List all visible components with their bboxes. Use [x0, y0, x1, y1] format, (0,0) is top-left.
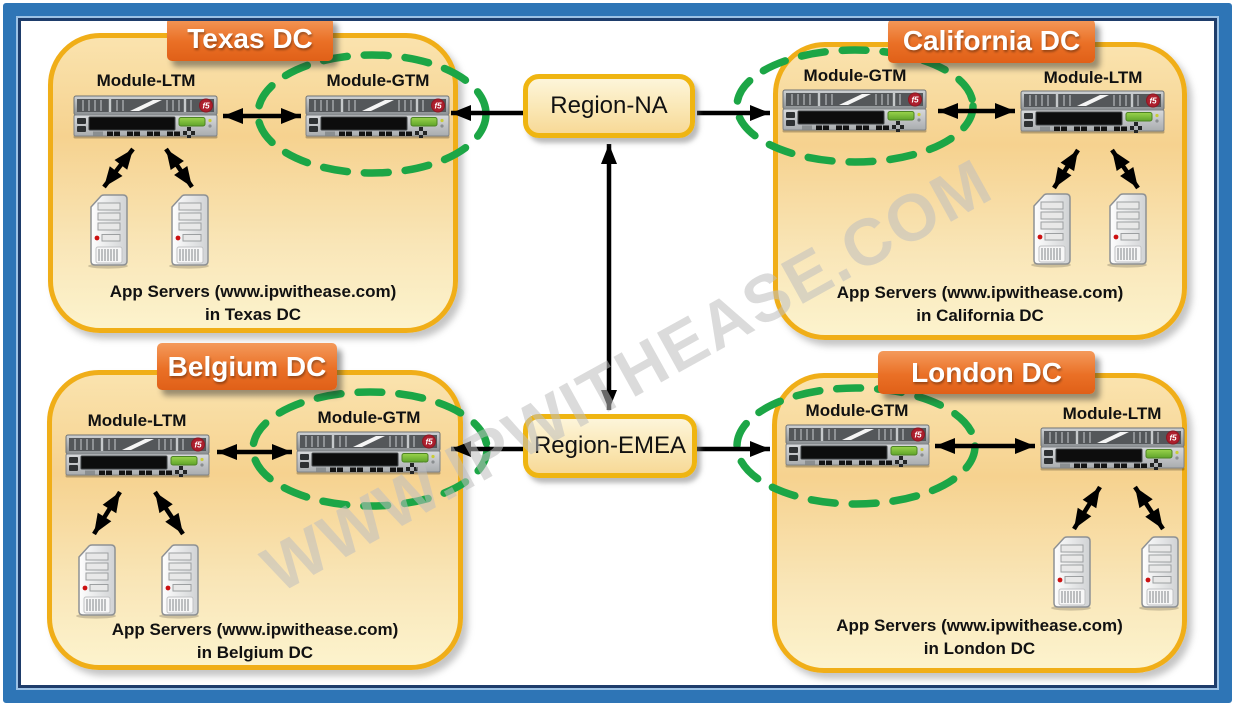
caption-line2: in Belgium DC: [196, 643, 314, 662]
arrow-texas-ltm-server2: [164, 147, 194, 189]
region-box-na: Region-NA: [523, 74, 695, 138]
module-label-gtm: Module-GTM: [803, 66, 907, 85]
module-label-ltm: Module-LTM: [96, 71, 196, 90]
caption-line1: App Servers (www.ipwithease.com): [836, 616, 1123, 635]
module-label-ltm: Module-LTM: [87, 411, 187, 430]
arrow-texas-ltm-server1: [102, 147, 135, 189]
dc-panel-london: [772, 373, 1187, 673]
app-server-texas-2: [168, 194, 210, 269]
app-server-belgium-2: [158, 544, 200, 619]
caption-texas: App Servers (www.ipwithease.com) in Texa…: [48, 280, 458, 326]
arrow-belgium-ltm-server1: [92, 490, 122, 536]
caption-line2: in California DC: [916, 306, 1044, 325]
caption-line1: App Servers (www.ipwithease.com): [111, 620, 399, 639]
app-server-texas-1: [87, 194, 129, 269]
caption-london: App Servers (www.ipwithease.com) in Lond…: [772, 614, 1187, 660]
dc-badge-london: London DC: [878, 351, 1095, 394]
module-label-gtm: Module-GTM: [317, 408, 421, 427]
arrow-london-ltm-server1: [1072, 485, 1102, 531]
arrow-london-ltm-server2: [1133, 485, 1165, 531]
f5-appliance-texas-gtm: [305, 95, 450, 139]
module-label-gtm: Module-GTM: [326, 71, 430, 90]
caption-california: App Servers (www.ipwithease.com) in Cali…: [773, 281, 1187, 327]
region-box-emea: Region-EMEA: [523, 414, 697, 478]
f5-appliance-texas-ltm: [73, 95, 218, 139]
dc-badge-texas: Texas DC: [167, 17, 333, 61]
app-server-london-2: [1138, 536, 1180, 611]
f5-appliance-belgium-gtm: [296, 431, 441, 475]
caption-line2: in London DC: [923, 639, 1036, 658]
caption-belgium: App Servers (www.ipwithease.com) in Belg…: [47, 618, 463, 664]
dc-badge-belgium: Belgium DC: [157, 343, 337, 390]
f5-appliance-california-gtm: [782, 89, 927, 133]
app-server-california-2: [1106, 193, 1148, 268]
arrow-california-ltm-server1: [1052, 148, 1080, 190]
caption-line1: App Servers (www.ipwithease.com): [836, 283, 1124, 302]
arrow-california-ltm-server2: [1110, 148, 1140, 190]
region-label-emea: Region-EMEA: [533, 432, 687, 459]
dc-badge-california: California DC: [888, 19, 1095, 63]
f5-appliance-belgium-ltm: [65, 434, 210, 478]
app-server-california-1: [1030, 193, 1072, 268]
app-server-belgium-1: [75, 544, 117, 619]
region-label-na: Region-NA: [550, 92, 668, 119]
module-label-gtm: Module-GTM: [805, 401, 909, 420]
arrow-belgium-ltm-server2: [153, 490, 185, 536]
caption-line1: App Servers (www.ipwithease.com): [109, 282, 397, 301]
f5-appliance-california-ltm: [1020, 90, 1165, 134]
app-server-london-1: [1050, 536, 1092, 611]
f5-appliance-london-gtm: [785, 424, 930, 468]
module-label-ltm: Module-LTM: [1043, 68, 1143, 87]
f5-appliance-london-ltm: [1040, 427, 1185, 471]
caption-line2: in Texas DC: [204, 305, 302, 324]
module-label-ltm: Module-LTM: [1062, 404, 1162, 423]
